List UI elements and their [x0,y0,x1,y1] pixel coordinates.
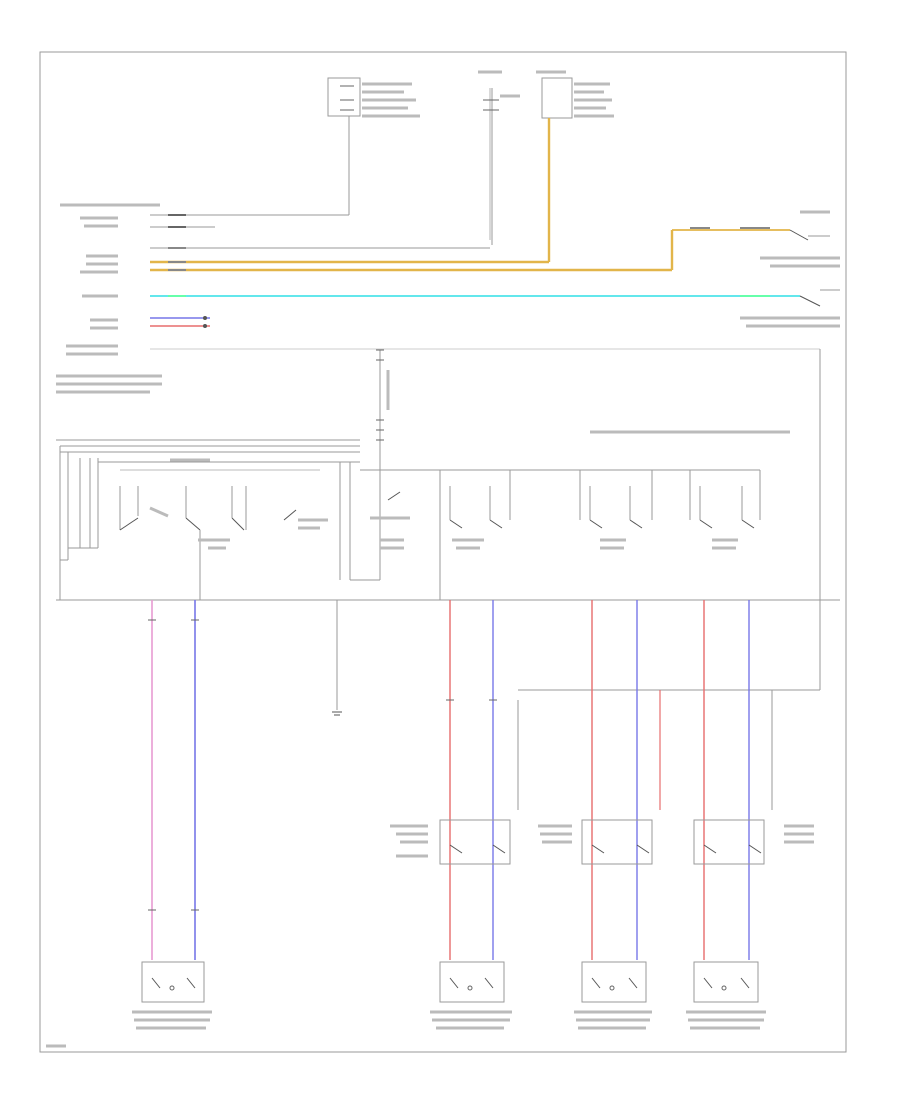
rr-motor [686,961,766,1030]
control-unit-labels [56,203,162,394]
left-front-switch-top [740,289,840,328]
main-switch-assembly [56,349,840,601]
ground-wire [332,600,342,716]
lr-motor-wires [591,600,661,960]
rr-motor-wires [703,600,773,960]
lr-switch-group [579,470,653,550]
top-mid-fuse-box [478,70,520,245]
control-unit-pins [150,214,820,350]
rr-sub-switch [693,819,814,865]
lr-motor [574,961,652,1030]
top-left-fuse-box [150,77,420,216]
lf-motor [132,961,212,1030]
top-right-fuse-box [150,70,614,264]
rf-motor [430,961,512,1030]
rf-sub-switch [390,819,511,865]
lf-motor-wires [148,600,199,960]
lf-sw-contact-1 [119,517,139,531]
rf-motor-wires [446,349,821,960]
rr-switch-group [689,470,761,550]
diagram-border [39,51,847,1053]
lr-sub-switch [538,819,653,865]
switch-contacts [119,486,410,600]
rf-switch-group [439,470,511,600]
right-front-switch-top [670,210,840,270]
